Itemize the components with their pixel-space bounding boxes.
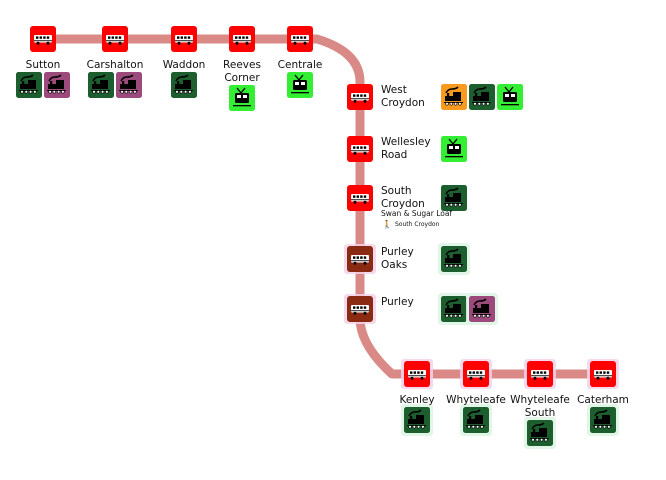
rail-connection-icon[interactable] [171,72,197,98]
bus-icon [351,145,369,155]
station-name-line: Centrale [277,59,323,71]
station-centrale[interactable] [287,26,313,52]
rail-connection-icon[interactable] [441,84,467,110]
bus-icon [408,370,426,380]
station-reeves-corner[interactable] [229,26,255,52]
bus-icon [351,305,369,315]
rail-connection-icon[interactable] [441,185,467,211]
bus-icon [594,370,612,380]
stop-name: Swan & Sugar Loaf [381,209,453,218]
bus-icon [351,93,369,103]
station-whyteleafe-south[interactable] [527,361,553,387]
station-name-line: Oaks [381,259,408,271]
bus-icon [351,255,369,265]
rail-connection-icon[interactable] [16,72,42,98]
rail-connection-icon[interactable] [466,293,498,325]
station-name-line: Purley [381,246,414,258]
bus-icon [531,370,549,380]
station-name-line: Whyteleafe [510,394,570,406]
station-whyteleafe[interactable] [463,361,489,387]
station-name: Waddon [163,59,206,72]
station-name-line: Road [381,149,408,161]
station-name: Centrale [278,59,323,72]
station-name-line: Waddon [162,59,206,71]
station-carshalton[interactable] [102,26,128,52]
bus-icon [467,370,485,380]
rail-connection-icon[interactable] [438,243,470,275]
station-name: Carshalton [87,59,144,72]
station-name-line: Wellesley [381,136,431,148]
rail-connection-icon[interactable] [44,72,70,98]
station-caterham[interactable] [590,361,616,387]
bus-icon [351,194,369,204]
station-name-line: Whyteleafe [446,394,506,406]
station-wellesley-road[interactable] [347,136,373,162]
station-name-line: Kenley [399,394,435,406]
tram-connection-icon[interactable] [441,136,467,162]
station-name: Kenley [399,394,434,407]
walk-destination: South Croydon [395,221,440,228]
station-kenley[interactable] [404,361,430,387]
station-waddon[interactable] [171,26,197,52]
station-west-croydon[interactable] [347,84,373,110]
bus-icon [34,35,52,45]
station-name: Caterham [577,394,629,407]
bus-icon [233,35,251,45]
tram-connection-icon[interactable] [287,72,313,98]
bus-icon [175,35,193,45]
station-name-line: Reeves [223,59,261,71]
station-sutton[interactable] [30,26,56,52]
station-name-line: Caterham [577,394,629,406]
tram-connection-icon[interactable] [497,84,523,110]
station-name-line: South [381,185,412,197]
station-name-line: Carshalton [86,59,144,71]
rail-connection-icon[interactable] [88,72,114,98]
station-purley-oaks[interactable] [347,246,373,272]
rail-connection-icon[interactable] [469,84,495,110]
tram-connection-icon[interactable] [229,85,255,111]
station-name-line: South [524,407,556,419]
station-name: Whyteleafe [446,394,506,407]
rail-connection-icon[interactable] [460,404,492,436]
station-purley[interactable] [347,296,373,322]
rail-connection-icon[interactable] [587,404,619,436]
station-name-line: Croydon [381,198,425,210]
station-name-line: Croydon [381,97,425,109]
bus-icon [291,35,309,45]
rail-connection-icon[interactable] [524,417,556,449]
station-name-line: Corner [224,72,260,84]
rail-connection-icon[interactable] [116,72,142,98]
rail-connection-icon[interactable] [438,293,470,325]
rail-connection-icon[interactable] [401,404,433,436]
station-name-line: Purley [381,296,414,308]
station-name-line: Sutton [25,59,61,71]
station-name-line: West [381,84,407,96]
station-name: Purley [381,296,414,309]
station-south-croydon[interactable] [347,185,373,211]
station-name: Sutton [26,59,61,72]
walking-icon: 🚶 [382,220,392,229]
bus-icon [106,35,124,45]
